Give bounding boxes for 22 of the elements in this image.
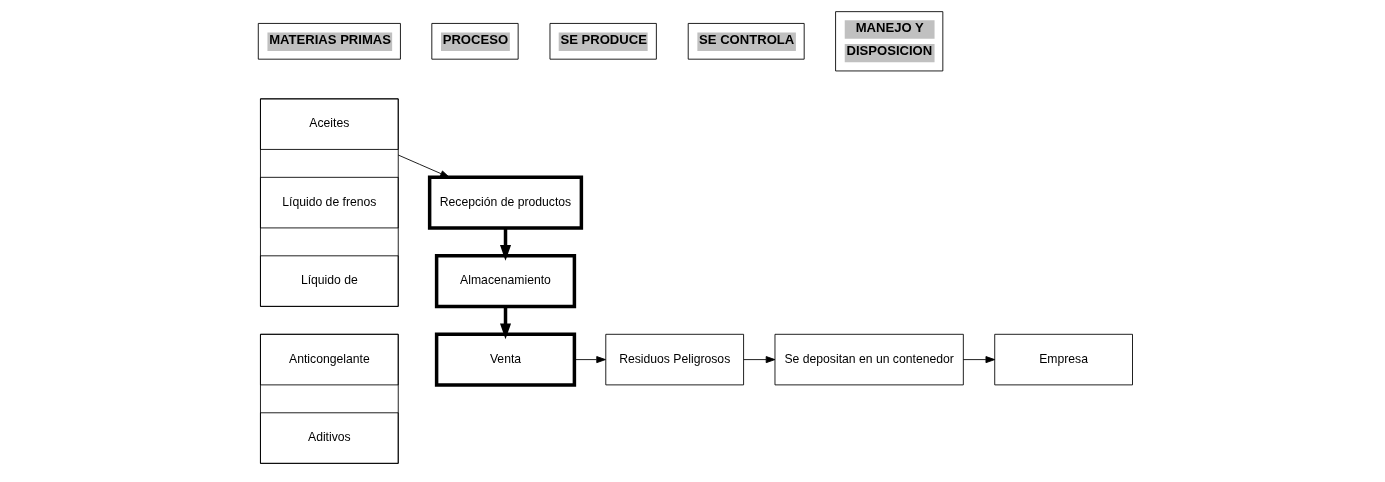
node-box: Empresa	[993, 333, 1133, 386]
node-box: Líquido de frenos	[259, 176, 399, 229]
node-box: Aceites	[259, 98, 399, 150]
node-box: Residuos Peligrosos	[604, 333, 744, 386]
arrow	[499, 306, 511, 340]
arrow	[397, 154, 450, 178]
node-box: Almacenamiento	[434, 254, 576, 309]
node-box: Aditivos	[259, 412, 399, 464]
node-box: Anticongelante	[259, 333, 399, 386]
node-box: PROCESO	[430, 23, 519, 60]
node-box: Se depositan en un contenedor	[774, 333, 964, 386]
node-box: Recepción de productos	[427, 175, 583, 230]
arrow	[742, 356, 775, 364]
arrow	[573, 356, 606, 364]
node-box: SE PRODUCE	[549, 23, 657, 60]
node-box: SE CONTROLA	[687, 23, 805, 60]
node-box: MANEJO Y DISPOSICION	[834, 11, 943, 72]
arrow	[499, 228, 511, 261]
node-box: Líquido de	[259, 255, 399, 307]
node-box: MATERIAS PRIMAS	[257, 23, 401, 60]
node-box: Venta	[434, 332, 576, 387]
arrow	[962, 356, 995, 364]
